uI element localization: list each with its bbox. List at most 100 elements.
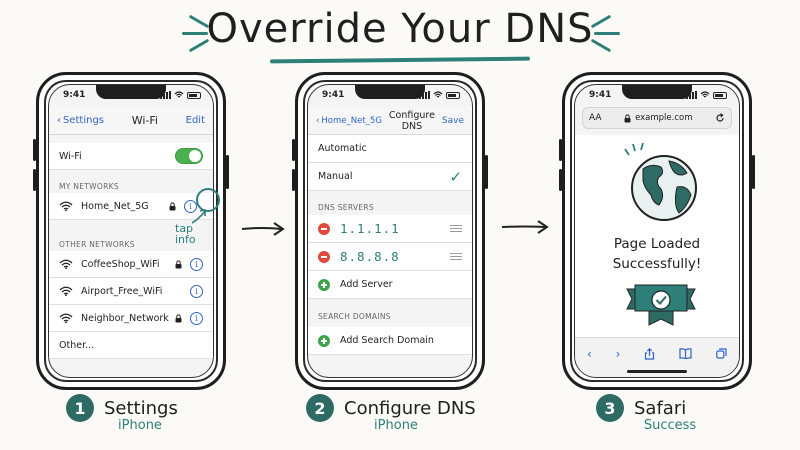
wifi-icon	[59, 259, 73, 269]
info-icon[interactable]: i	[190, 257, 203, 271]
signal-icon	[160, 91, 171, 99]
navigation-bar: ‹Settings Wi-Fi Edit	[49, 107, 213, 135]
step-title: Safari	[634, 397, 687, 419]
address-bar[interactable]: AA example.com	[582, 107, 732, 129]
status-time: 9:41	[322, 90, 345, 100]
network-name: Airport_Free_WiFi	[81, 285, 163, 297]
wifi-icon	[59, 313, 73, 323]
configure-dns-screen: 9:41 ‹Home_Net_5G Configure DNS Save Aut…	[307, 84, 473, 378]
other-network-row[interactable]: Other...	[49, 332, 213, 359]
wifi-toggle-row: Wi-Fi	[49, 143, 213, 170]
add-search-domain-label: Add Search Domain	[340, 335, 434, 346]
dns-server-value: 1.1.1.1	[340, 221, 400, 236]
add-icon	[318, 278, 330, 291]
section-label-dns-servers: DNS SERVERS	[318, 203, 374, 212]
globe-icon	[624, 143, 697, 221]
save-button[interactable]: Save	[441, 115, 464, 126]
status-time: 9:41	[589, 90, 612, 100]
step-subtitle: Success	[643, 418, 697, 433]
success-ribbon-icon	[626, 284, 696, 326]
title-accent-mark	[594, 32, 620, 35]
network-row[interactable]: Airport_Free_WiFi i	[49, 278, 213, 305]
mode-option-manual[interactable]: Manual ✓	[308, 163, 472, 191]
add-search-domain-row[interactable]: Add Search Domain	[308, 327, 472, 355]
network-row[interactable]: CoffeeShop_WiFi i	[49, 251, 213, 278]
step-title: Configure DNS	[344, 397, 476, 419]
dns-server-row[interactable]: 8.8.8.8	[308, 243, 472, 271]
step-subtitle: iPhone	[374, 418, 418, 433]
step-1: 1 Settings	[66, 394, 178, 422]
wifi-icon	[59, 201, 73, 211]
step-title: Settings	[104, 397, 178, 419]
nav-title: Wi-Fi	[131, 114, 158, 127]
lock-icon	[175, 313, 182, 322]
tabs-icon[interactable]	[716, 348, 727, 359]
back-button[interactable]: ‹Home_Net_5G	[316, 115, 382, 126]
share-icon[interactable]	[644, 347, 655, 360]
info-icon[interactable]: i	[184, 199, 197, 213]
wifi-status-icon	[700, 91, 710, 98]
bookmarks-icon[interactable]	[679, 348, 692, 359]
forward-icon[interactable]: ›	[615, 346, 621, 361]
step-number: 1	[66, 394, 94, 422]
lock-icon	[175, 259, 182, 268]
phone-configure-dns: 9:41 ‹Home_Net_5G Configure DNS Save Aut…	[292, 72, 488, 390]
info-icon[interactable]: i	[190, 284, 203, 298]
wifi-status-icon	[433, 91, 443, 98]
title-underline	[269, 56, 531, 64]
mode-option-automatic[interactable]: Automatic	[308, 135, 472, 163]
mode-label: Manual	[318, 171, 353, 182]
step-subtitle: iPhone	[118, 418, 162, 433]
success-message-line2: Successfully!	[612, 256, 702, 272]
step-number: 3	[596, 394, 624, 422]
reader-aa-button[interactable]: AA	[589, 113, 602, 123]
wifi-toggle-label: Wi-Fi	[59, 150, 82, 162]
success-message-line1: Page Loaded	[613, 236, 701, 252]
edit-button[interactable]: Edit	[185, 115, 205, 126]
info-icon[interactable]: i	[190, 311, 203, 325]
delete-icon[interactable]	[318, 222, 330, 235]
signal-icon	[419, 91, 430, 99]
add-icon	[318, 334, 330, 347]
reorder-handle-icon[interactable]	[450, 253, 462, 260]
status-bar: 9:41	[322, 88, 460, 102]
wifi-toggle[interactable]	[175, 148, 203, 164]
page-content: Page Loaded Successfully!	[575, 135, 739, 337]
settings-screen: 9:41 ‹Settings Wi-Fi Edit Wi-Fi MY NETWO…	[48, 84, 214, 378]
battery-icon	[446, 91, 460, 99]
network-row[interactable]: Home_Net_5G i	[49, 193, 213, 220]
reorder-handle-icon[interactable]	[450, 225, 462, 232]
network-name: Home_Net_5G	[81, 200, 149, 212]
lock-icon	[624, 113, 631, 122]
page-title: Override Your DNS	[206, 6, 594, 52]
arrow-right-icon	[241, 222, 285, 236]
notch	[622, 85, 692, 99]
chevron-left-icon: ‹	[316, 115, 320, 126]
network-name: Neighbor_Network	[81, 312, 169, 324]
arrow-right-icon	[501, 220, 549, 234]
highlight-circle	[196, 188, 220, 212]
checkmark-icon: ✓	[449, 167, 462, 186]
signal-icon	[686, 91, 697, 99]
back-button[interactable]: ‹Settings	[57, 115, 105, 126]
dns-server-value: 8.8.8.8	[340, 249, 400, 264]
other-network-label: Other...	[59, 339, 95, 351]
delete-icon[interactable]	[318, 250, 330, 263]
url-text: example.com	[635, 113, 693, 123]
phone-safari: 9:41 AA example.com Page Load	[559, 72, 755, 390]
dns-server-row[interactable]: 1.1.1.1	[308, 215, 472, 243]
lock-icon	[169, 201, 176, 210]
nav-title: Configure DNS	[388, 109, 435, 132]
add-server-row[interactable]: Add Server	[308, 271, 472, 299]
status-bar: 9:41	[63, 88, 201, 102]
step-2: 2 Configure DNS	[306, 394, 476, 422]
back-icon[interactable]: ‹	[586, 346, 592, 361]
status-time: 9:41	[63, 90, 86, 100]
annotation-arrow-icon	[191, 209, 206, 224]
navigation-bar: ‹Home_Net_5G Configure DNS Save	[308, 107, 472, 135]
chevron-left-icon: ‹	[57, 115, 61, 126]
home-indicator	[627, 370, 687, 373]
reload-icon[interactable]	[715, 113, 725, 123]
section-label-other-networks: OTHER NETWORKS	[59, 240, 135, 249]
network-row[interactable]: Neighbor_Network i	[49, 305, 213, 332]
